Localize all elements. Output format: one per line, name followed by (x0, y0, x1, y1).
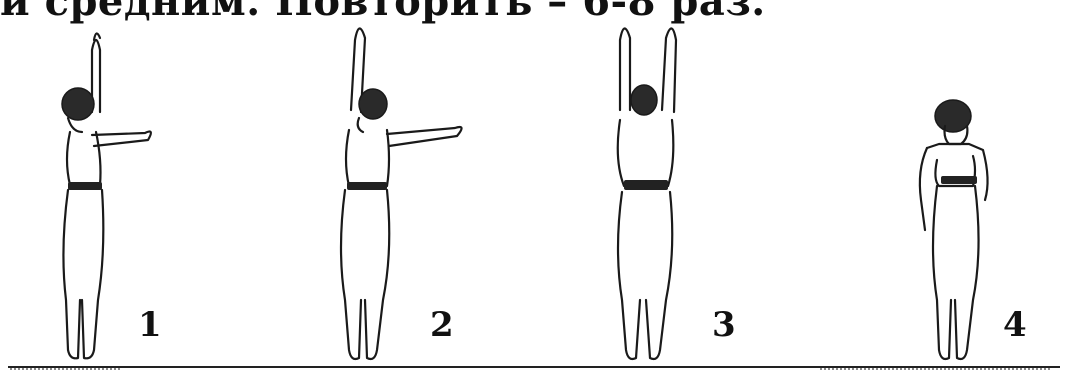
figure-2-drawing (315, 0, 495, 388)
figure-1-drawing (20, 0, 200, 388)
figure-number-1: 1 (138, 305, 162, 345)
exercise-figure-4: 4 (905, 0, 1065, 388)
exercise-figure-1: 1 (20, 0, 200, 388)
figure-4-drawing (905, 0, 1065, 388)
figure-number-2: 2 (430, 305, 454, 345)
exercise-figure-2: 2 (315, 0, 495, 388)
exercise-figure-3: 3 (600, 0, 780, 388)
ground-line-dotted (820, 368, 1050, 370)
ground-line-dotted (10, 368, 120, 370)
figure-number-4: 4 (1003, 305, 1027, 345)
figure-3-drawing (600, 0, 780, 388)
figure-number-3: 3 (712, 305, 736, 345)
